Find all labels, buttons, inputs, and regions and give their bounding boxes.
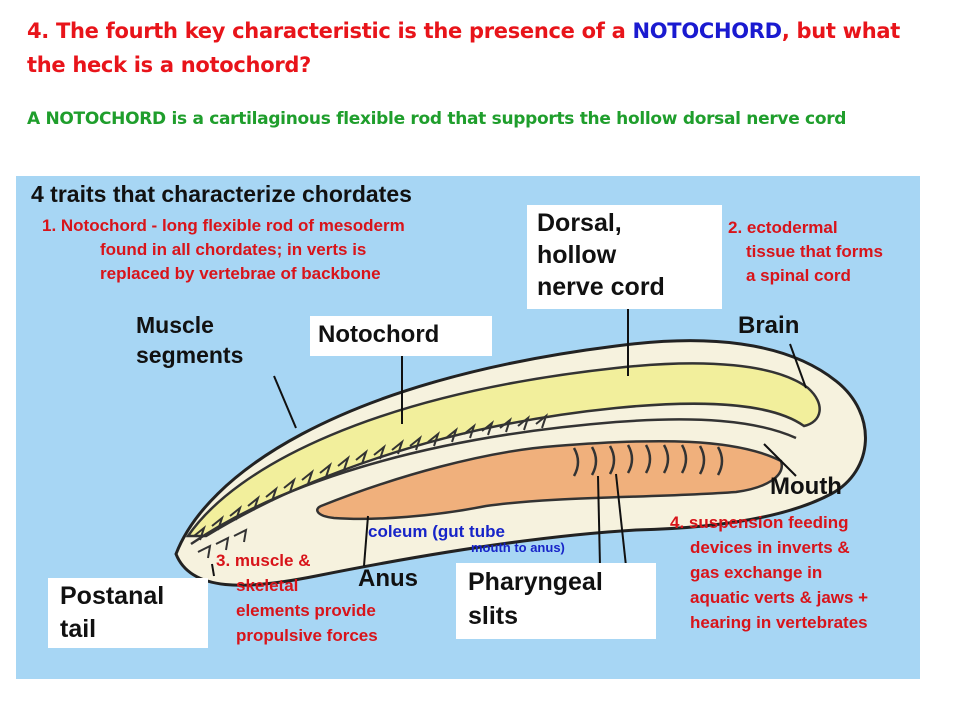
trait-2-label: 2. ectodermal tissue that forms a spinal…: [728, 216, 918, 288]
postanal-tail-line-2: tail: [60, 615, 97, 643]
label-leader-lines: [211, 304, 807, 577]
trait-4-line-5: hearing in vertebrates: [690, 613, 868, 632]
trait-2-line-3: a spinal cord: [746, 266, 851, 285]
trait-1-label: 1. Notochord - long flexible rod of meso…: [42, 214, 522, 286]
chordate-diagram: 4 traits that characterize chordates 1. …: [16, 176, 920, 679]
gut-tube-shape: [316, 439, 783, 521]
trait-4-line-3: gas exchange in: [690, 563, 823, 582]
notochord-rod-shape: [190, 418, 797, 546]
pharyngeal-slits-box: Pharyngeal slits: [456, 563, 656, 639]
muscle-segments-label: Muscle segments: [136, 310, 243, 370]
notochord-box: Notochord: [310, 316, 492, 356]
heading-part-2: , but what the heck is a notochord?: [27, 19, 901, 77]
coleum-label: coleum (gut tube: [368, 522, 505, 541]
trait-4-line-4: aquatic verts & jaws +: [690, 588, 869, 607]
trait-2-line-1: 2. ectodermal: [728, 218, 838, 237]
heading-part-1: 4. The fourth key characteristic is the …: [27, 19, 633, 43]
slide-heading: 4. The fourth key characteristic is the …: [27, 14, 942, 82]
diagram-title: 4 traits that characterize chordates: [31, 181, 412, 207]
chordate-body-illustration: [174, 304, 867, 587]
trait-4-line-2: devices in inverts &: [690, 538, 850, 557]
trait-3-label: 3. muscle & skeletal elements provide pr…: [216, 548, 426, 648]
heading-keyword: NOTOCHORD: [632, 19, 782, 43]
postanal-tail-line-1: Postanal: [60, 582, 165, 610]
trait-3-line-1: 3. muscle &: [216, 551, 311, 570]
anus-label: Anus: [358, 565, 418, 592]
muscle-segment-marks: [193, 413, 549, 541]
trait-3-line-4: propulsive forces: [236, 626, 378, 645]
tail-segment-marks: [197, 528, 248, 559]
trait-1-line-2: found in all chordates; in verts is: [100, 240, 367, 259]
dorsal-nerve-cord-line-2: hollow: [537, 241, 617, 269]
trait-4-line-1: 4. suspension feeding: [670, 513, 849, 532]
trait-4-label: 4. suspension feeding devices in inverts…: [670, 510, 918, 635]
pharyngeal-slits-line-2: slits: [468, 602, 519, 630]
muscle-segments-line-1: Muscle: [136, 312, 214, 338]
trait-1-line-3: replaced by vertebrae of backbone: [100, 264, 381, 283]
muscle-segments-line-2: segments: [136, 342, 244, 368]
pharyngeal-slits-line-1: Pharyngeal: [468, 568, 603, 596]
trait-2-line-2: tissue that forms: [746, 242, 883, 261]
dorsal-nerve-cord-line-1: Dorsal,: [537, 209, 622, 237]
postanal-tail-box: Postanal tail: [48, 578, 208, 648]
pharyngeal-slit-marks: [572, 444, 724, 477]
trait-3-line-3: elements provide: [236, 601, 376, 620]
trait-3-line-2: skeletal: [236, 576, 299, 595]
dorsal-nerve-cord-line-3: nerve cord: [537, 273, 665, 301]
coleum-sub-label: mouth to anus): [471, 540, 565, 555]
nerve-cord-shape: [185, 362, 821, 538]
notochord-definition: A NOTOCHORD is a cartilaginous flexible …: [27, 109, 847, 129]
trait-1-line-1: 1. Notochord - long flexible rod of meso…: [42, 216, 405, 235]
brain-label: Brain: [738, 312, 800, 339]
dorsal-nerve-cord-box: Dorsal, hollow nerve cord: [527, 205, 722, 309]
mouth-label: Mouth: [770, 473, 842, 500]
notochord-label: Notochord: [318, 321, 440, 348]
